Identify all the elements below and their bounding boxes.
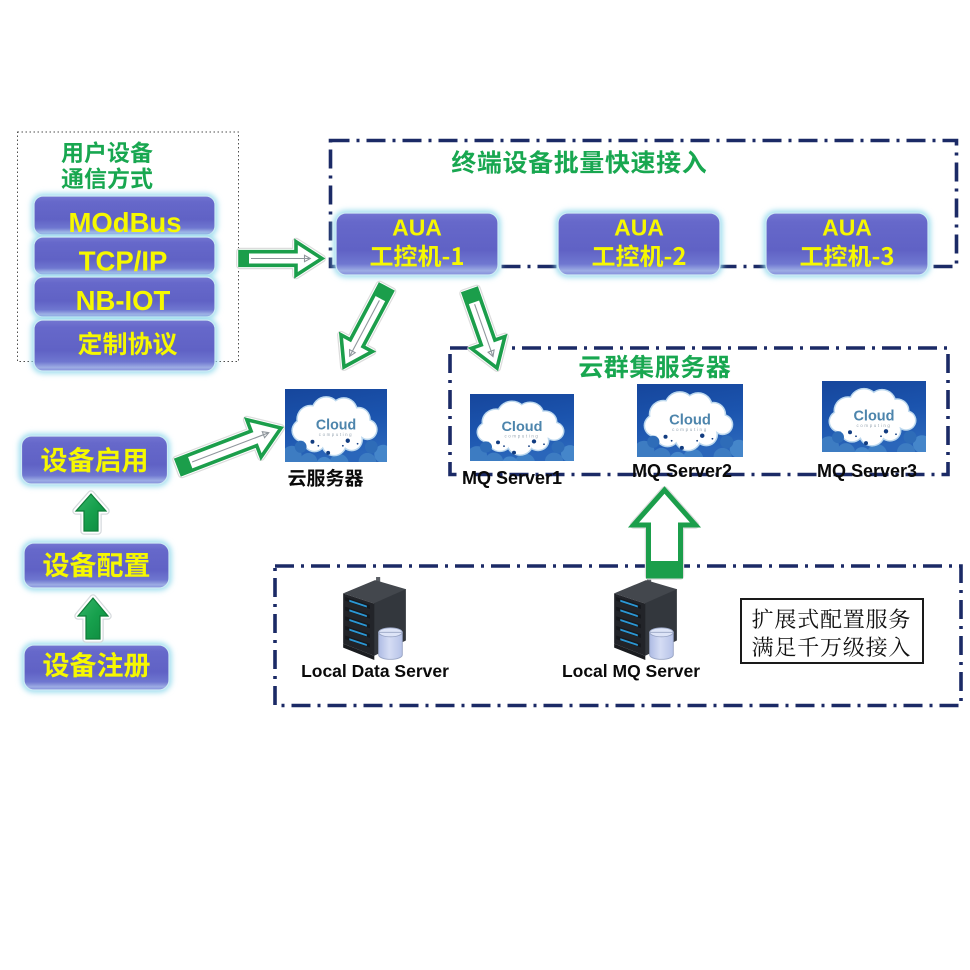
svg-text:NB-IOT: NB-IOT bbox=[76, 285, 171, 316]
svg-text:TCP/IP: TCP/IP bbox=[79, 246, 168, 277]
svg-text:Cloud: Cloud bbox=[501, 419, 542, 434]
svg-text:AUA: AUA bbox=[392, 215, 442, 241]
svg-text:Cloud: Cloud bbox=[316, 417, 356, 433]
svg-text:MOdBus: MOdBus bbox=[68, 207, 181, 238]
svg-text:MQ Server3: MQ Server3 bbox=[817, 461, 917, 481]
svg-text:MQ Server2: MQ Server2 bbox=[632, 461, 732, 481]
svg-text:computing: computing bbox=[856, 423, 891, 428]
svg-text:computing: computing bbox=[504, 433, 539, 438]
svg-text:computing: computing bbox=[319, 432, 353, 437]
svg-text:computing: computing bbox=[672, 427, 708, 432]
svg-text:Local Data Server: Local Data Server bbox=[301, 661, 449, 681]
svg-text:Local MQ Server: Local MQ Server bbox=[562, 661, 700, 681]
svg-text:MQ Server1: MQ Server1 bbox=[462, 468, 562, 488]
svg-text:Cloud: Cloud bbox=[669, 413, 711, 429]
svg-text:AUA: AUA bbox=[822, 215, 872, 241]
svg-text:AUA: AUA bbox=[614, 215, 664, 241]
svg-text:Cloud: Cloud bbox=[853, 409, 894, 425]
